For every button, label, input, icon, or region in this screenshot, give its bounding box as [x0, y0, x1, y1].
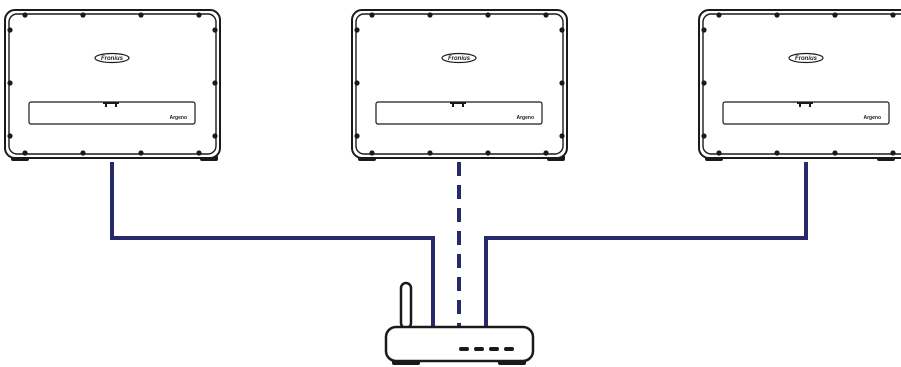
brand-label: Fronius: [101, 56, 124, 62]
model-label: Argeno: [864, 115, 882, 121]
inverter-outer-body: [5, 10, 220, 158]
router-body: [386, 327, 533, 361]
router-antenna: [401, 283, 411, 328]
inverter-1: Fronius Argeno: [5, 10, 220, 161]
brand-label: Fronius: [795, 56, 818, 62]
brand-label: Fronius: [448, 56, 471, 62]
cables: [112, 162, 806, 326]
model-label: Argeno: [517, 115, 535, 121]
inverter-outer-body: [699, 10, 901, 158]
inverter-3: Fronius Argeno: [699, 10, 901, 161]
inverter-outer-body: [352, 10, 567, 158]
cable-inverter-3: [486, 162, 806, 326]
inverter-2: Fronius Argeno: [352, 10, 567, 161]
model-label: Argeno: [170, 115, 188, 121]
cable-inverter-1: [112, 162, 433, 326]
